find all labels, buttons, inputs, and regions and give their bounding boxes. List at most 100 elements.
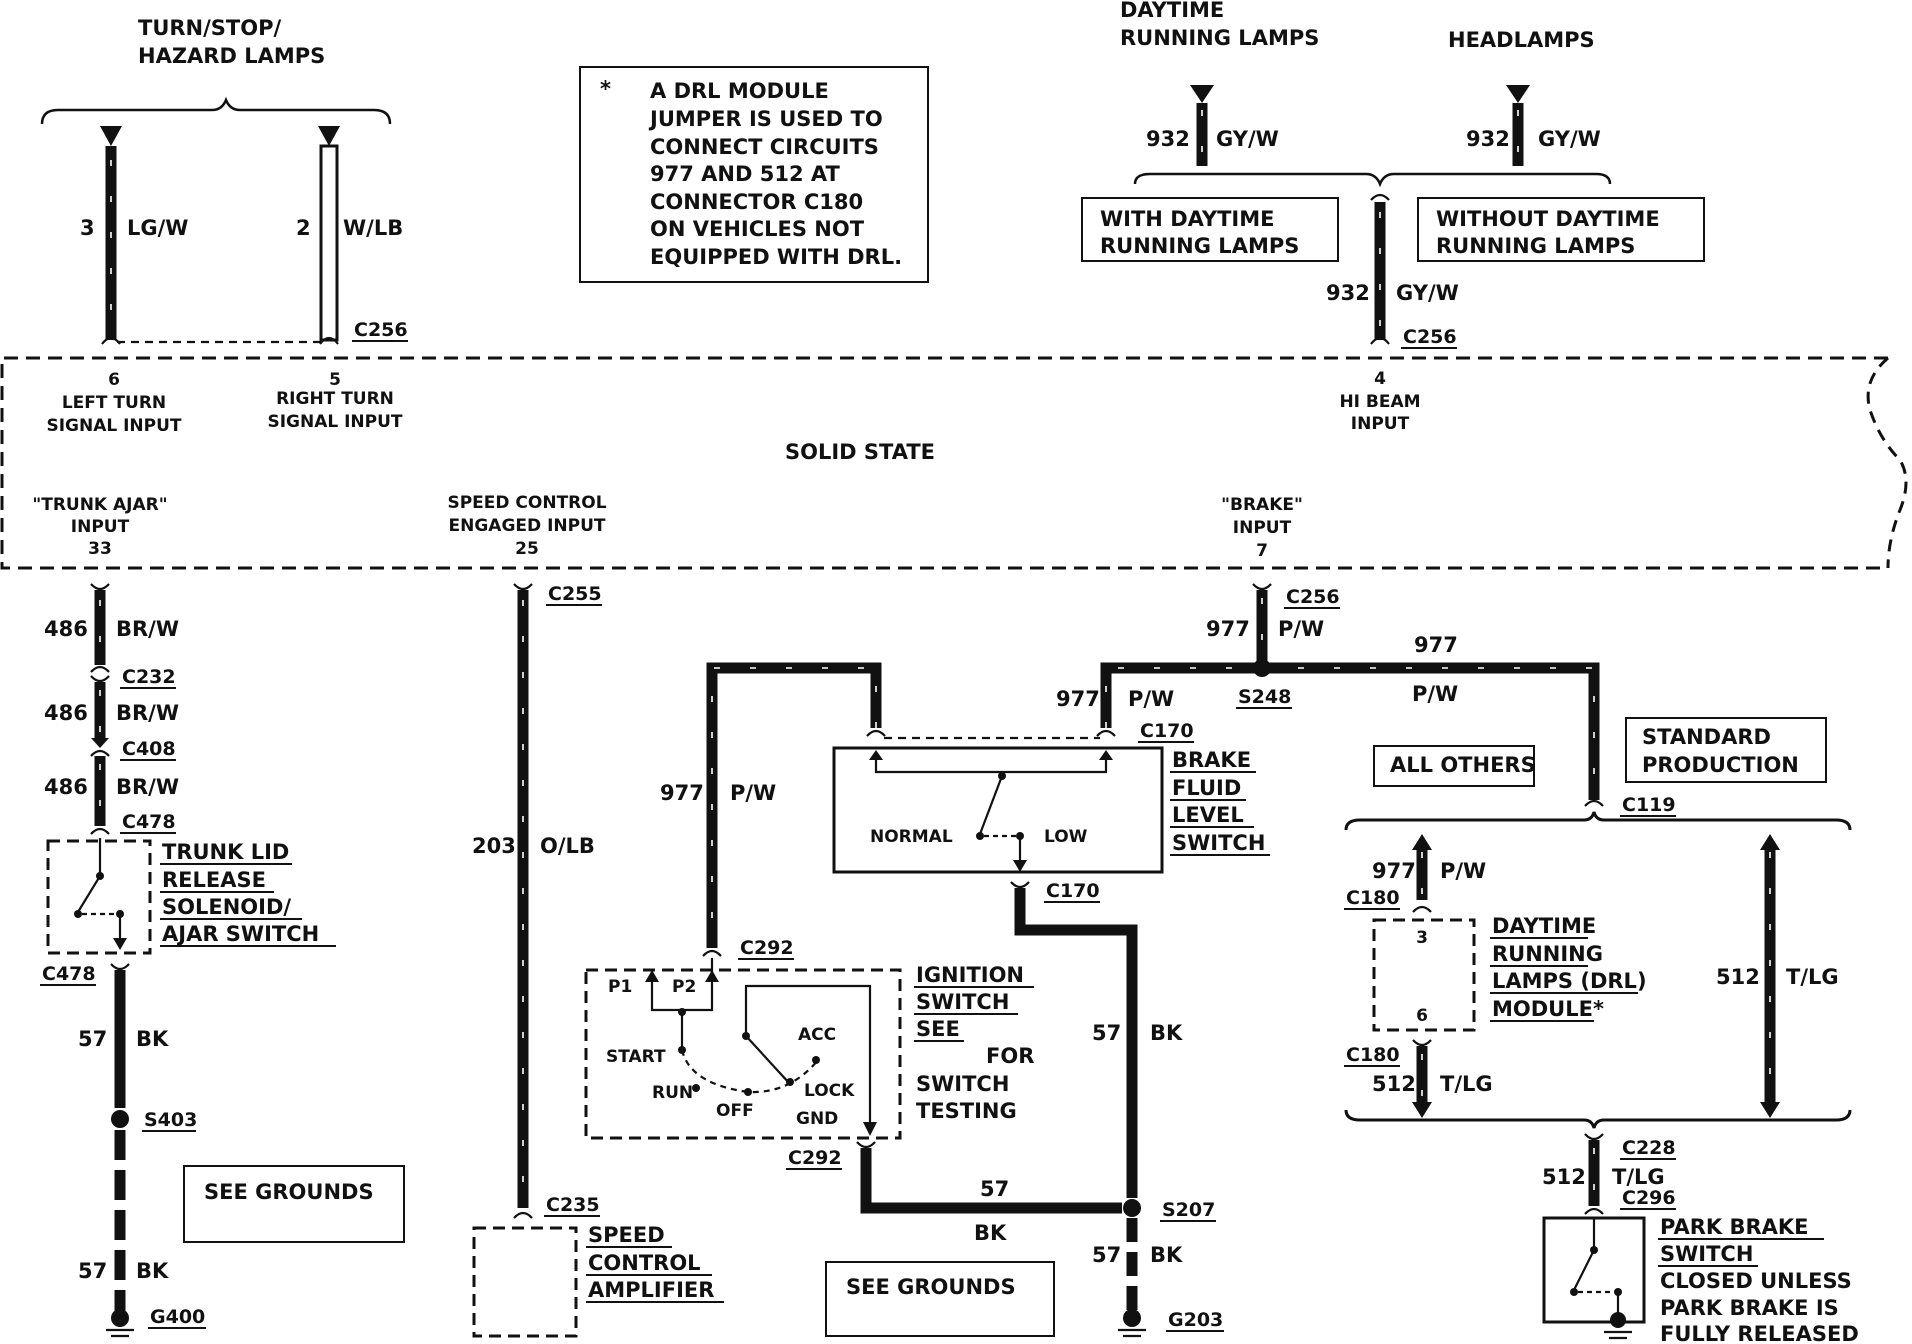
right-turn-input-label-2: SIGNAL INPUT [267, 412, 402, 432]
wire-57-ignition [860, 1148, 1122, 1214]
c228-label: C228 [1622, 1137, 1676, 1159]
circuit-57-d-number: 57 [1092, 1243, 1121, 1267]
ign-acc-label: ACC [798, 1025, 836, 1045]
circuit-57-c-number: 57 [1092, 1021, 1121, 1045]
drl-module-label-3: LAMPS (DRL) [1492, 969, 1647, 993]
ignition-label-2: SWITCH [916, 990, 1009, 1014]
drl-pin-6: 6 [1416, 1006, 1428, 1026]
right-turn-input-label: RIGHT TURN [276, 389, 394, 409]
circuit-932-color: GY/W [1396, 281, 1459, 305]
s207-splice [1123, 1199, 1141, 1217]
without-drl-label: WITHOUT DAYTIME [1436, 207, 1660, 231]
module-outline [0, 356, 1888, 570]
ign-gnd-label: GND [796, 1109, 838, 1129]
pin-5: 5 [329, 370, 341, 390]
speed-control-circuit: C255 203 O/LB C235 SPEED CONTROL AMPLIFI… [472, 583, 724, 1338]
ignition-switch: C292 P1 P2 START ACC RUN OFF LOCK GND IG… [584, 937, 1034, 1170]
headlamps-label: HEADLAMPS [1448, 28, 1595, 52]
trunk-lid-label: TRUNK LID [162, 840, 289, 864]
circuit-512-a-color: T/LG [1440, 1072, 1493, 1096]
speed-control-input-label-2: ENGAGED INPUT [449, 516, 606, 536]
daytime-label: DAYTIME [1120, 0, 1224, 22]
s403-label: S403 [144, 1109, 197, 1131]
circuit-57-a-number: 57 [78, 1027, 107, 1051]
left-turn-input-label: LEFT TURN [62, 393, 166, 413]
park-brake-label: PARK BRAKE [1660, 1215, 1809, 1239]
trunk-lid-label-2: RELEASE [162, 868, 266, 892]
pin-25: 25 [515, 539, 539, 559]
wire-57-brake-fluid [1014, 888, 1138, 1198]
trunk-ajar-input-label-2: INPUT [71, 517, 130, 537]
c478-bottom-label: C478 [42, 963, 96, 985]
drl-module-label-2: RUNNING [1492, 942, 1603, 966]
s248-splice [1253, 659, 1271, 677]
pin-7: 7 [1256, 541, 1268, 561]
note-line-1: A DRL MODULE [650, 79, 829, 103]
with-drl-box [1081, 197, 1339, 262]
circuit-203-number: 203 [472, 834, 516, 858]
drl-park-brake-circuit: ALL OTHERS STANDARD PRODUCTION C119 977 … [1344, 717, 1859, 1344]
note-line-4: 977 AND 512 AT [650, 162, 840, 186]
brake-circuit: C256 977 P/W S248 977 P/W 977 P/W 977 P/… [660, 583, 1600, 1338]
circuit-203-color: O/LB [540, 834, 595, 858]
circuit-977-d-number: 977 [660, 781, 704, 805]
speed-amp-label-2: CONTROL [588, 1251, 701, 1275]
c170-top-label: C170 [1140, 720, 1194, 742]
standard-production-box [1625, 717, 1827, 783]
drl-module-label: DAYTIME [1492, 914, 1596, 938]
circuit-977-c-color: P/W [1412, 682, 1458, 706]
c256-left-label: C256 [354, 319, 408, 341]
note-line-7: EQUIPPED WITH DRL. [650, 245, 902, 269]
circuit-932-number: 932 [1326, 281, 1370, 305]
drl-pin-3: 3 [1416, 928, 1428, 948]
ign-p2-label: P2 [672, 977, 696, 997]
circuit-977-b-color: P/W [1128, 687, 1174, 711]
ignition-see: SEE [916, 1017, 960, 1041]
c119-label: C119 [1622, 794, 1676, 816]
without-drl-box [1417, 197, 1705, 262]
brake-fluid-label-2: FLUID [1172, 776, 1241, 800]
ignition-for: FOR [986, 1044, 1034, 1068]
c292-bottom-label: C292 [788, 1147, 842, 1169]
circuit-512-b-number: 512 [1716, 965, 1760, 989]
ignition-testing-2: TESTING [916, 1099, 1017, 1123]
note-line-2: JUMPER IS USED TO [648, 107, 883, 131]
hi-beam-input-label-2: INPUT [1351, 414, 1410, 434]
brake-fluid-label-3: LEVEL [1172, 803, 1244, 827]
see-grounds-left-box [183, 1165, 405, 1243]
solid-state-module: 6 LEFT TURN SIGNAL INPUT 5 RIGHT TURN SI… [0, 356, 1908, 570]
c408-label: C408 [122, 738, 176, 760]
circuit-57-e-color: BK [974, 1221, 1007, 1245]
ign-run-label: RUN [652, 1083, 693, 1103]
drl-lamp-arrow [1190, 85, 1214, 103]
circuit-977-e-color: P/W [1440, 859, 1486, 883]
circuit-512-c-color: T/LG [1612, 1165, 1665, 1189]
circuit-486-c-number: 486 [44, 775, 88, 799]
ign-start-label: START [606, 1047, 666, 1067]
turn-stop-hazard-group: TURN/STOP/ HAZARD LAMPS 3 LG/W 2 W/LB C2… [40, 16, 408, 345]
park-brake-note-2: PARK BRAKE IS [1660, 1296, 1839, 1320]
speed-amp-label: SPEED [588, 1223, 665, 1247]
circuit-977-a-number: 977 [1206, 617, 1250, 641]
standard-label: STANDARD [1642, 725, 1771, 749]
wire-977-ignition [706, 662, 882, 948]
circuit-3-color: LG/W [127, 216, 188, 240]
circuit-977-e-number: 977 [1372, 859, 1416, 883]
note-line-3: CONNECT CIRCUITS [650, 135, 879, 159]
circuit-486-a-number: 486 [44, 617, 88, 641]
ignition-testing: SWITCH [916, 1072, 1009, 1096]
circuit-57-c-color: BK [1150, 1021, 1183, 1045]
trunk-lid-switch-box [46, 839, 152, 955]
all-others-box [1373, 745, 1535, 787]
circuit-932-a-number: 932 [1146, 127, 1190, 151]
c256-right-label: C256 [1403, 326, 1457, 348]
circuit-486-a-color: BR/W [116, 617, 179, 641]
park-brake-ground [1610, 1312, 1626, 1328]
drl-brace [1133, 172, 1612, 188]
trunk-lid-label-4: AJAR SWITCH [162, 922, 319, 946]
c292-top-label: C292 [740, 937, 794, 959]
without-drl-label-2: RUNNING LAMPS [1436, 234, 1635, 258]
hi-beam-group: DAYTIME RUNNING LAMPS HEADLAMPS 932 GY/W… [1081, 0, 1705, 349]
module-break-edge [1866, 356, 1908, 569]
circuit-2-color: W/LB [343, 216, 403, 240]
